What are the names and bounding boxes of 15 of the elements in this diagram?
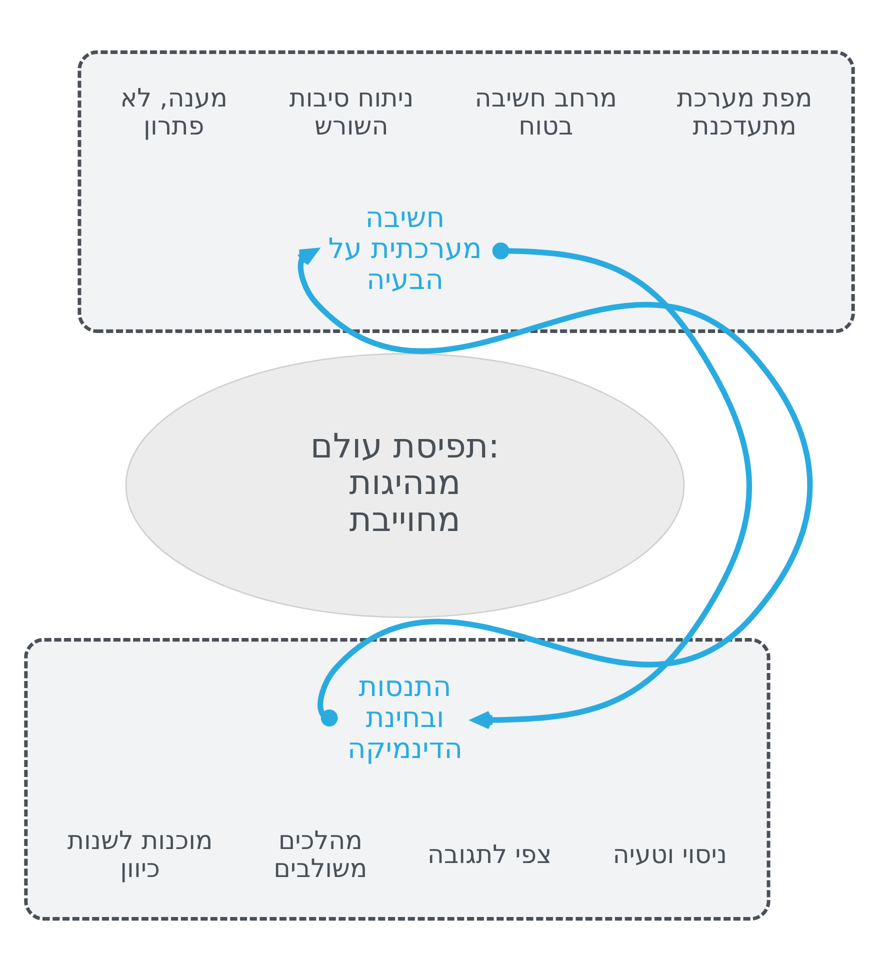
node-text: התנסות ובחינת הדינמיקה <box>346 670 462 766</box>
arrow <box>296 248 812 726</box>
node-text: מרחב חשיבה בטוח <box>474 82 617 140</box>
arrow <box>472 242 752 730</box>
node-text: צפי לתגובה <box>426 839 552 870</box>
node-text: ניתוח סיבות השורש <box>288 82 414 140</box>
node-text: מפת מערכת מתעדכנת <box>676 82 812 140</box>
cluster <box>77 50 854 333</box>
cluster <box>24 638 770 921</box>
node-text: מוכנות לשנות כיוון <box>66 824 212 884</box>
node-text: מענה, לא פתרון <box>120 82 228 140</box>
node-text: מהלכים משולבים <box>273 824 367 884</box>
node-text: ניסוי וטעיה <box>612 839 727 870</box>
node-ellipse: תפיסת עולם: מנהיגות מחוייבת <box>124 353 684 618</box>
node-text: חשיבה מערכתית על הבעיה <box>328 200 482 296</box>
